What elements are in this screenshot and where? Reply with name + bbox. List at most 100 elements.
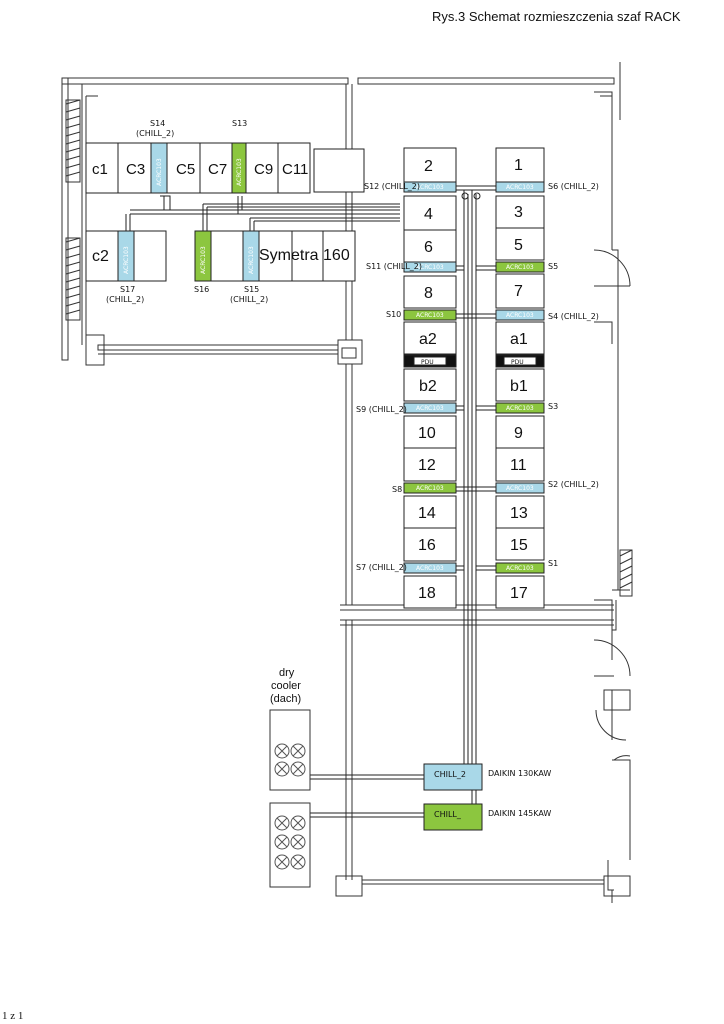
rack-number: 1 — [514, 157, 523, 174]
rack-number: 13 — [510, 505, 528, 522]
cooling-unit-s7 — [403, 562, 457, 574]
rack-number: 14 — [418, 505, 436, 522]
left-unit-model-labels: ACRC103 ACRC103 ACRC103 ACRC103 ACRC103 — [123, 158, 255, 274]
rack-column-right — [495, 147, 545, 609]
chiller-model: DAIKIN 145KAW — [488, 809, 551, 818]
rack-blank-1 — [133, 230, 167, 282]
page-number: 1 z 1 — [2, 1010, 23, 1022]
unit-model: ACRC103 — [236, 158, 243, 186]
rack-number: 17 — [510, 585, 528, 602]
cooling-unit-s10 — [403, 309, 457, 321]
unit-label-s1: S1 — [548, 559, 558, 568]
cooling-unit-s5 — [495, 261, 545, 273]
unit-label-s2: S2 (CHILL_2) — [548, 480, 599, 489]
rack-a2 — [403, 321, 457, 355]
rack-13 — [495, 495, 545, 529]
rack-number: 9 — [514, 425, 523, 442]
piping — [125, 185, 500, 821]
rack-label: C3 — [126, 161, 145, 178]
rack-5 — [495, 227, 545, 261]
rack-number: 12 — [418, 457, 436, 474]
rack-c2 — [85, 230, 119, 282]
unit-label-s14: S14 — [150, 119, 165, 128]
rack-numbers-right: 1 3 5 7 a1 b1 9 11 13 15 17 — [510, 157, 528, 602]
unit-label-s6: S6 (CHILL_2) — [548, 182, 599, 191]
unit-model: ACRC103 — [248, 246, 255, 274]
rack-c9 — [245, 142, 279, 194]
chiller-labels: CHILL_2 DAIKIN 130KAW CHILL_ DAIKIN 145K… — [434, 769, 551, 819]
rack-number: 11 — [510, 457, 527, 474]
rack-18 — [403, 575, 457, 609]
dry-cooler-label: dry cooler (dach) — [270, 667, 301, 705]
rack-blank-2 — [210, 230, 244, 282]
rack-label: C11 — [282, 161, 308, 178]
column-unit-labels: S12 (CHILL_2) S11 (CHILL_2) S10 S9 (CHIL… — [356, 182, 599, 572]
chiller-2 — [423, 763, 483, 791]
rack-number: 10 — [418, 425, 436, 442]
rack-c3 — [117, 142, 152, 194]
cooling-unit-s12 — [403, 181, 457, 193]
dry-cooler-label-line3: (dach) — [270, 693, 301, 705]
unit-label-s14-sub: (CHILL_2) — [136, 129, 174, 138]
rack-14 — [403, 495, 457, 529]
rack-number: 18 — [418, 585, 436, 602]
unit-model: ACRC103 — [416, 565, 444, 572]
unit-model: ACRC103 — [416, 405, 444, 412]
rack-17 — [495, 575, 545, 609]
cooling-unit-s3 — [495, 402, 545, 414]
rack-c5 — [166, 142, 201, 194]
rack-b1 — [495, 368, 545, 402]
rack-number: 4 — [424, 206, 433, 223]
unit-model: ACRC103 — [506, 264, 534, 271]
rack-c11 — [277, 142, 311, 194]
unit-label-s13: S13 — [232, 119, 247, 128]
dry-cooler-2 — [269, 802, 311, 888]
unit-label-s15: S15 — [244, 285, 259, 294]
rack-number: 6 — [424, 239, 433, 256]
rack-label: c2 — [92, 248, 109, 265]
rack-number: 5 — [514, 237, 523, 254]
unit-model: ACRC103 — [506, 405, 534, 412]
rack-number: 15 — [510, 537, 528, 554]
unit-model: ACRC103 — [156, 158, 163, 186]
cooling-unit-s2 — [495, 482, 545, 494]
unit-label-s17: S17 — [120, 285, 135, 294]
rack-4 — [403, 195, 457, 231]
rack-label: C7 — [208, 161, 227, 178]
rack-number: 3 — [514, 204, 523, 221]
rack-label: Symetra 160 — [259, 247, 350, 264]
chiller-model: DAIKIN 130KAW — [488, 769, 551, 778]
unit-label-s3: S3 — [548, 402, 558, 411]
rack-number: a1 — [510, 331, 528, 348]
unit-label-s7: S7 (CHILL_2) — [356, 563, 407, 572]
column-unit-model-labels: ACRC103 ACRC103 ACRC103 ACRC103 ACRC103 … — [416, 184, 534, 572]
rack-c7 — [199, 142, 233, 194]
pdu-label: PDU — [511, 359, 524, 366]
rack-8 — [403, 275, 457, 309]
unit-model: ACRC103 — [506, 565, 534, 572]
rack-label: C5 — [176, 161, 195, 178]
unit-model: ACRC103 — [416, 264, 444, 271]
unit-model: ACRC103 — [506, 312, 534, 319]
unit-label-s5: S5 — [548, 262, 558, 271]
unit-label-s4: S4 (CHILL_2) — [548, 312, 599, 321]
cooling-unit-s4 — [495, 309, 545, 321]
rack-10 — [403, 415, 457, 449]
left-room-racks — [85, 142, 365, 282]
rack-symetra — [258, 230, 356, 282]
rack-column-left — [403, 147, 457, 609]
rack-number: b2 — [419, 378, 437, 395]
unit-label-s17-sub: (CHILL_2) — [106, 295, 144, 304]
cooling-unit-s6 — [495, 181, 545, 193]
rack-label: C9 — [254, 161, 273, 178]
unit-label-s11: S11 (CHILL_2) — [366, 262, 422, 271]
chillers — [423, 763, 483, 831]
rack-12 — [403, 447, 457, 482]
rack-c1 — [85, 142, 119, 194]
chiller-name: CHILL_ — [434, 810, 462, 819]
cooling-unit-s8 — [403, 482, 457, 494]
rack-a1 — [495, 321, 545, 355]
rack-number: 7 — [514, 283, 523, 300]
pdu-left-label-bg — [413, 356, 447, 366]
unit-model: ACRC103 — [416, 312, 444, 319]
